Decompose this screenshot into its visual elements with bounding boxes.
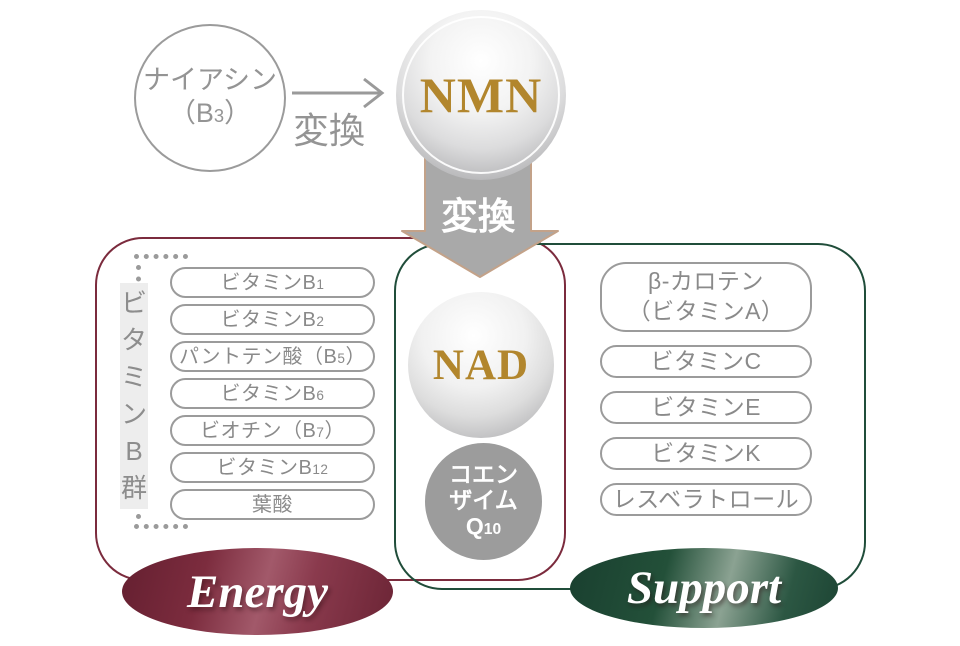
ingredient-pill: ビタミンB1 (170, 267, 375, 298)
ingredient-pill: β-カロテン （ビタミンA） (600, 262, 812, 332)
dotted-bracket-bottom-horizontal (134, 524, 188, 529)
nmn-node: NMN (396, 10, 566, 180)
pill-label: ビタミンB1 (220, 271, 325, 294)
pill-label: パントテン酸（B5） (179, 345, 366, 368)
pill-label: β-カロテン (648, 268, 764, 295)
vertical-char: ン (120, 399, 147, 429)
small-digit: 10 (483, 520, 502, 538)
ingredient-pill: ビタミンB6 (170, 378, 375, 409)
conversion-right-label: 変換 (293, 110, 366, 151)
pill-label: ビオチン（B7） (200, 419, 345, 442)
ingredient-pill: ビタミンB12 (170, 452, 375, 483)
pill-label: ビタミンC (650, 347, 762, 374)
nmn-label: NMN (419, 67, 543, 123)
pill-label: ビタミンE (651, 393, 761, 420)
conversion-right-arrow (292, 77, 385, 109)
label-line: コエン (449, 460, 518, 487)
ingredient-pill: レスベラトロール (600, 483, 812, 516)
nad-label: NAD (432, 341, 530, 389)
small-digit: 2 (316, 313, 325, 329)
pill-label: 葉酸 (252, 493, 293, 516)
vertical-char: ミ (120, 362, 147, 392)
pill-label: ビタミンB6 (220, 382, 325, 405)
nad-node: NAD (408, 292, 554, 438)
energy-badge: Energy (122, 548, 393, 635)
vertical-char: B (125, 436, 143, 466)
small-digit: 12 (312, 461, 329, 477)
small-digit: 3 (213, 105, 225, 126)
small-digit: 7 (316, 424, 325, 440)
ingredient-pill: ビタミンB2 (170, 304, 375, 335)
ingredient-pill: ビタミンE (600, 391, 812, 424)
small-digit: 1 (316, 276, 325, 292)
conversion-down-label: 変換 (441, 196, 515, 237)
pill-label: ビタミンB12 (216, 456, 329, 479)
label-line: （B3） (168, 98, 252, 128)
ingredient-pill: 葉酸 (170, 489, 375, 520)
label-line: ザイム (449, 486, 518, 513)
pill-label: （ビタミンA） (627, 298, 785, 324)
vertical-char: 群 (120, 473, 147, 503)
ingredient-pill: ビオチン（B7） (170, 415, 375, 446)
vertical-char: タ (120, 325, 147, 355)
small-digit: 6 (316, 387, 325, 403)
label-line: ナイアシン (143, 65, 277, 95)
niacin-node: ナイアシン（B3） (134, 24, 286, 172)
pill-label: ビタミンK (651, 439, 761, 466)
pill-label: レスベラトロール (612, 485, 800, 512)
label-line: Q10 (465, 512, 502, 539)
dotted-bracket-top-vertical (136, 265, 141, 293)
pill-label: ビタミンB2 (220, 308, 325, 331)
support-pill-list: β-カロテン （ビタミンA） ビタミンC ビタミンE ビタミンK レスベラトロール (600, 262, 812, 516)
dotted-bracket-top-horizontal (134, 254, 188, 259)
ingredient-pill: ビタミンC (600, 345, 812, 378)
vitamin-b-pill-list: ビタミンB1 ビタミンB2 パントテン酸（B5） ビタミンB6 ビオチン（B7） ビタミン… (170, 267, 375, 520)
small-digit: 5 (337, 350, 346, 366)
ingredient-pill: ビタミンK (600, 437, 812, 470)
vertical-char: ビ (120, 288, 147, 318)
support-badge: Support (570, 548, 838, 628)
ingredient-pill: パントテン酸（B5） (170, 341, 375, 372)
